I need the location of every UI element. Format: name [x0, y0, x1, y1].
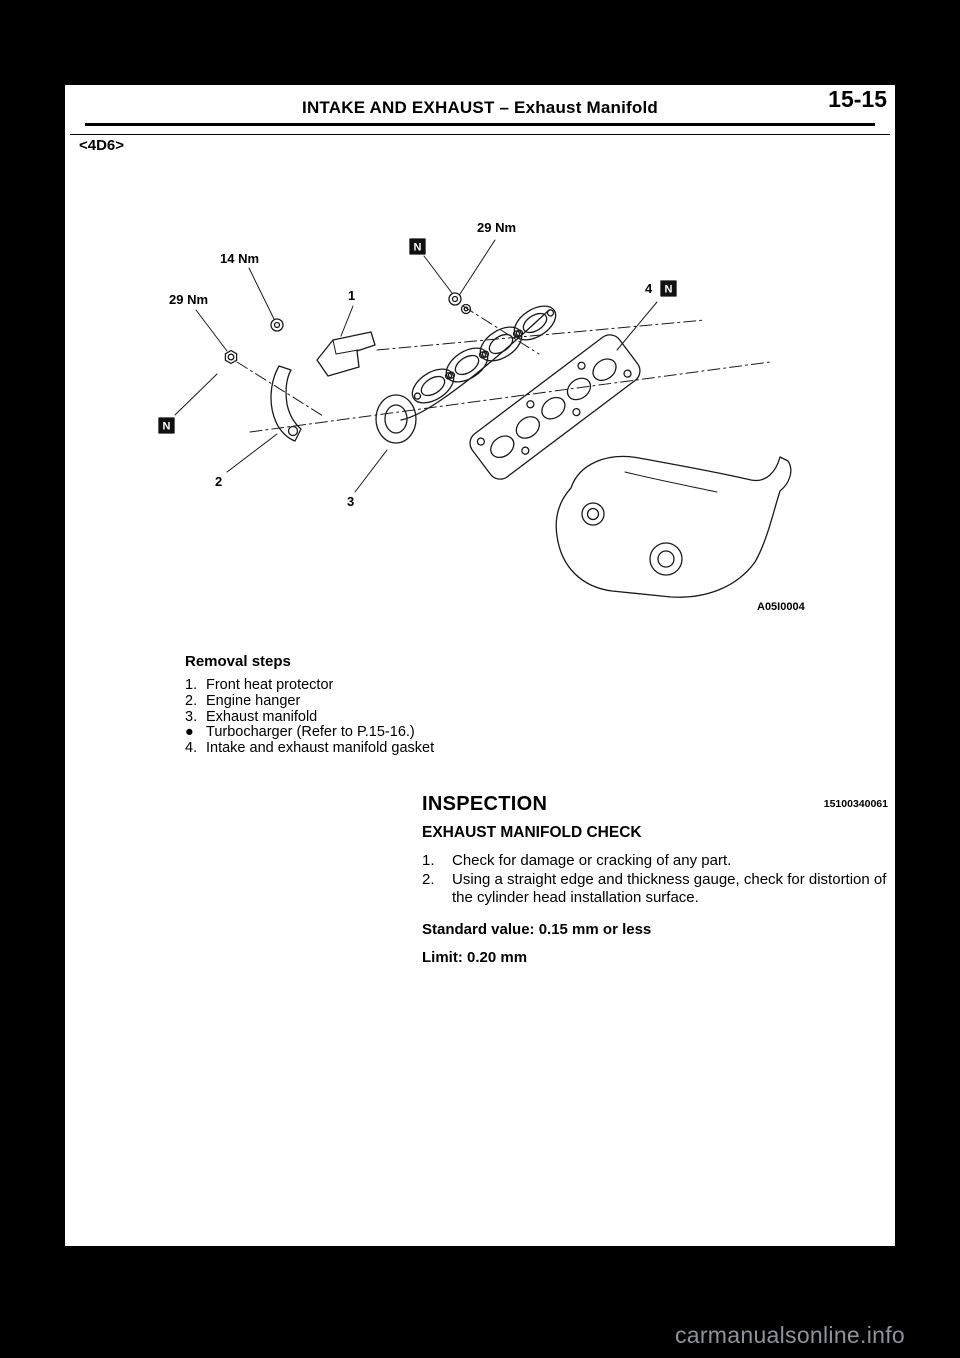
leader-line [248, 267, 275, 320]
leader-line [174, 373, 218, 416]
engine-block-outline [555, 455, 792, 598]
limit-value: Limit: 0.20 mm [422, 948, 528, 966]
bolt-icon [270, 318, 284, 332]
removal-steps-heading: Removal steps [185, 653, 291, 670]
part-number-1: 1 [348, 288, 355, 303]
leader-line [195, 309, 228, 352]
list-item-text: Turbocharger (Refer to P.15-16.) [206, 724, 415, 741]
manual-page: INTAKE AND EXHAUST – Exhaust Manifold 15… [65, 85, 895, 1246]
list-item: 1. Front heat protector [185, 677, 605, 694]
nut-icon [224, 349, 238, 365]
new-part-badge [158, 417, 175, 434]
figure-code: A05I0004 [757, 601, 806, 613]
page-number: 15-15 [828, 86, 887, 112]
centerline [249, 361, 771, 433]
exploded-view-diagram: 29 Nm N 14 Nm 29 Nm N 1 2 3 4 N A05I0004 [158, 220, 806, 613]
engine-hanger [270, 365, 302, 442]
exhaust-manifold [375, 305, 557, 444]
list-item: 2. Using a straight edge and thickness g… [422, 871, 888, 908]
list-item-marker: 1. [185, 677, 198, 693]
inspection-subheading: EXHAUST MANIFOLD CHECK [422, 824, 642, 841]
list-item-marker: 3. [185, 708, 198, 725]
centerline [236, 361, 324, 417]
list-item: 3. Exhaust manifold [185, 708, 605, 726]
list-item-text: Intake and exhaust manifold gasket [206, 740, 435, 757]
new-part-badge [660, 280, 677, 297]
part-number-3: 3 [347, 494, 354, 509]
list-item-text: Exhaust manifold [206, 708, 318, 725]
list-item-marker: ● [185, 724, 194, 741]
torque-label-left: 29 Nm [169, 292, 208, 307]
list-item-marker: 2. [422, 870, 435, 888]
inspection-heading-row: INSPECTION 15100340061 [422, 793, 888, 816]
section-title: INTAKE AND EXHAUST – Exhaust Manifold [302, 98, 658, 117]
page-header: INTAKE AND EXHAUST – Exhaust Manifold 15… [65, 85, 895, 135]
leader-line [340, 305, 354, 337]
list-item: ● Turbocharger (Refer to P.15-16.) [185, 725, 605, 741]
centerline [462, 305, 540, 355]
inspection-section: INSPECTION 15100340061 EXHAUST MANIFOLD … [422, 793, 888, 966]
list-item-text: Using a straight edge and thickness gaug… [452, 870, 887, 907]
manifold-gasket [469, 334, 641, 480]
list-item-marker: 4. [185, 740, 198, 757]
list-item: 2. Engine hanger [185, 692, 605, 710]
removal-steps-section: Removal steps 1. Front heat protector 2.… [185, 653, 605, 757]
site-watermark: carmanualsonline.info [674, 1322, 905, 1348]
part-number-2: 2 [215, 474, 222, 489]
list-item-text: Engine hanger [206, 692, 301, 709]
torque-label-mid: 14 Nm [220, 251, 259, 266]
new-part-badge-letter: N [665, 284, 673, 296]
inspection-heading: INSPECTION [422, 793, 548, 815]
leader-line [459, 239, 496, 295]
inspection-steps: 1. Check for damage or cracking of any p… [422, 852, 888, 908]
front-heat-protector [316, 331, 376, 377]
new-part-badge [409, 238, 426, 255]
list-item: 4. Intake and exhaust manifold gasket [185, 740, 605, 757]
list-item-text: Check for damage or cracking of any part… [452, 852, 732, 869]
list-item-text: Front heat protector [206, 677, 334, 693]
bolt-icon [448, 292, 472, 315]
engine-model-code: <4D6> [79, 137, 125, 154]
leader-line [226, 433, 278, 473]
new-part-badge-letter: N [414, 242, 422, 254]
list-item: 1. Check for damage or cracking of any p… [422, 852, 888, 871]
leader-line [616, 301, 658, 351]
header-rule-thin [70, 134, 890, 135]
leader-line [354, 449, 388, 493]
list-item-marker: 2. [185, 692, 198, 709]
list-item-marker: 1. [422, 852, 435, 869]
standard-value: Standard value: 0.15 mm or less [422, 920, 652, 938]
torque-label-top: 29 Nm [477, 220, 516, 235]
part-number-4: 4 [645, 281, 653, 296]
inspection-ref-code: 15100340061 [823, 798, 888, 810]
leader-line [423, 255, 453, 294]
header-rule-thick [85, 123, 875, 126]
new-part-badge-letter: N [163, 421, 171, 433]
